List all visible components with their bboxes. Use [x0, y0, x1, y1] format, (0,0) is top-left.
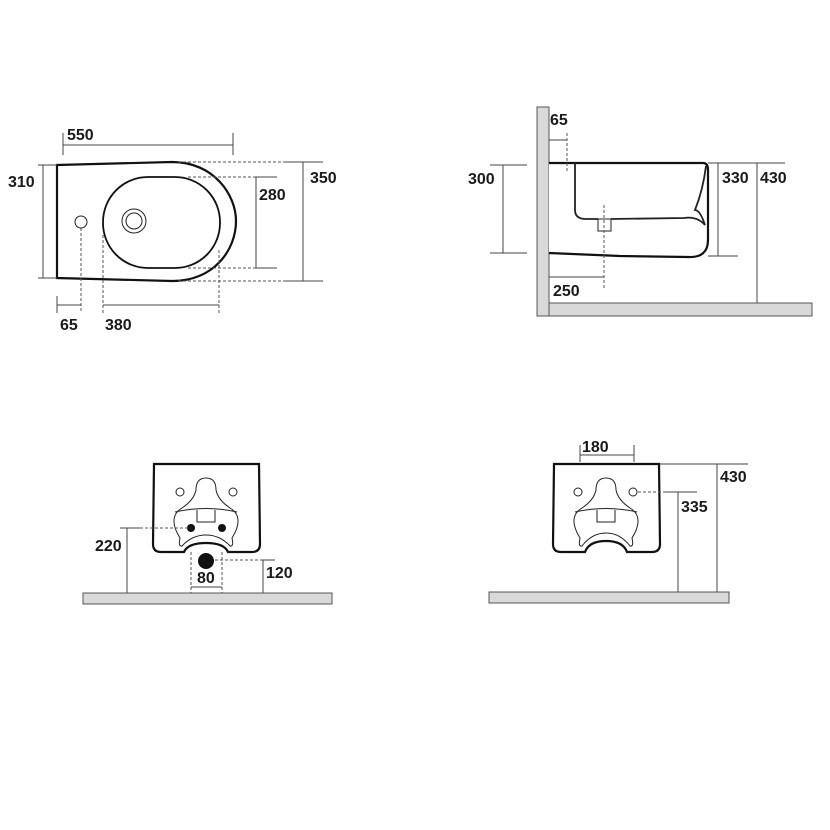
mounting-keyhole — [173, 477, 239, 547]
bowl-inner-side — [574, 163, 707, 226]
fixture-outline-back — [551, 462, 662, 554]
dim-label-bowl-height: 330 — [722, 170, 749, 187]
ext-380 — [102, 235, 220, 313]
dim-label-bowl-length: 380 — [105, 317, 132, 334]
back-view-right: 180 430 335 — [488, 439, 748, 604]
dim-label-total-height: 430 — [720, 469, 747, 486]
dim-line-65 — [56, 296, 81, 313]
mounting-keyhole — [573, 477, 639, 547]
fixing-hole-right — [628, 487, 638, 497]
dim-line-310 — [38, 164, 57, 279]
ext-280 — [188, 176, 256, 269]
wall — [536, 106, 550, 317]
dim-line-180 — [579, 445, 635, 462]
dim-label-length: 550 — [67, 127, 94, 144]
dim-label-width-total: 350 — [310, 170, 337, 187]
dim-line-430 — [660, 463, 748, 592]
ext-350 — [178, 161, 303, 282]
dim-line-335 — [665, 491, 697, 592]
dim-label-hole-height: 335 — [681, 499, 708, 516]
dim-line-220 — [120, 527, 140, 593]
dim-line-350 — [286, 161, 323, 282]
fixing-hole-left — [175, 487, 185, 497]
fixing-bolt-right — [218, 524, 226, 532]
floor — [488, 591, 730, 604]
drain-hole — [125, 212, 143, 230]
dim-label-fixing-spacing: 300 — [468, 171, 495, 188]
fixing-hole-left — [573, 487, 583, 497]
dim-label-fixing-height: 220 — [95, 538, 122, 555]
dim-label-tap-offset: 65 — [60, 317, 78, 334]
back-view-left: 220 120 80 — [82, 462, 333, 605]
dim-line-330 — [708, 162, 785, 257]
dim-label-fixing-offset: 65 — [550, 112, 568, 129]
drain-ring — [121, 208, 147, 234]
dim-line-280 — [255, 176, 277, 269]
floor — [548, 302, 813, 317]
fixing-hole-right — [228, 487, 238, 497]
fixture-outline-back — [151, 462, 262, 554]
dim-line-300 — [490, 164, 527, 254]
dim-label-drain-width: 80 — [197, 570, 215, 587]
top-view: 550 310 350 280 65 380 — [8, 127, 337, 334]
dim-line-120 — [262, 559, 275, 593]
dim-line-550 — [62, 133, 234, 155]
drain-pipe — [198, 553, 214, 569]
bowl-outline — [102, 176, 221, 269]
dim-label-total-height: 430 — [760, 170, 787, 187]
dim-label-drain-height: 120 — [266, 565, 293, 582]
dim-label-drain-offset: 250 — [553, 283, 580, 300]
floor — [82, 592, 333, 605]
dim-label-bowl-width: 280 — [259, 187, 286, 204]
side-view: 65 300 250 330 430 — [468, 106, 813, 317]
dim-label-hole-spacing: 180 — [582, 439, 609, 456]
dim-label-width-back: 310 — [8, 174, 35, 191]
fixture-outline-side — [548, 161, 710, 259]
